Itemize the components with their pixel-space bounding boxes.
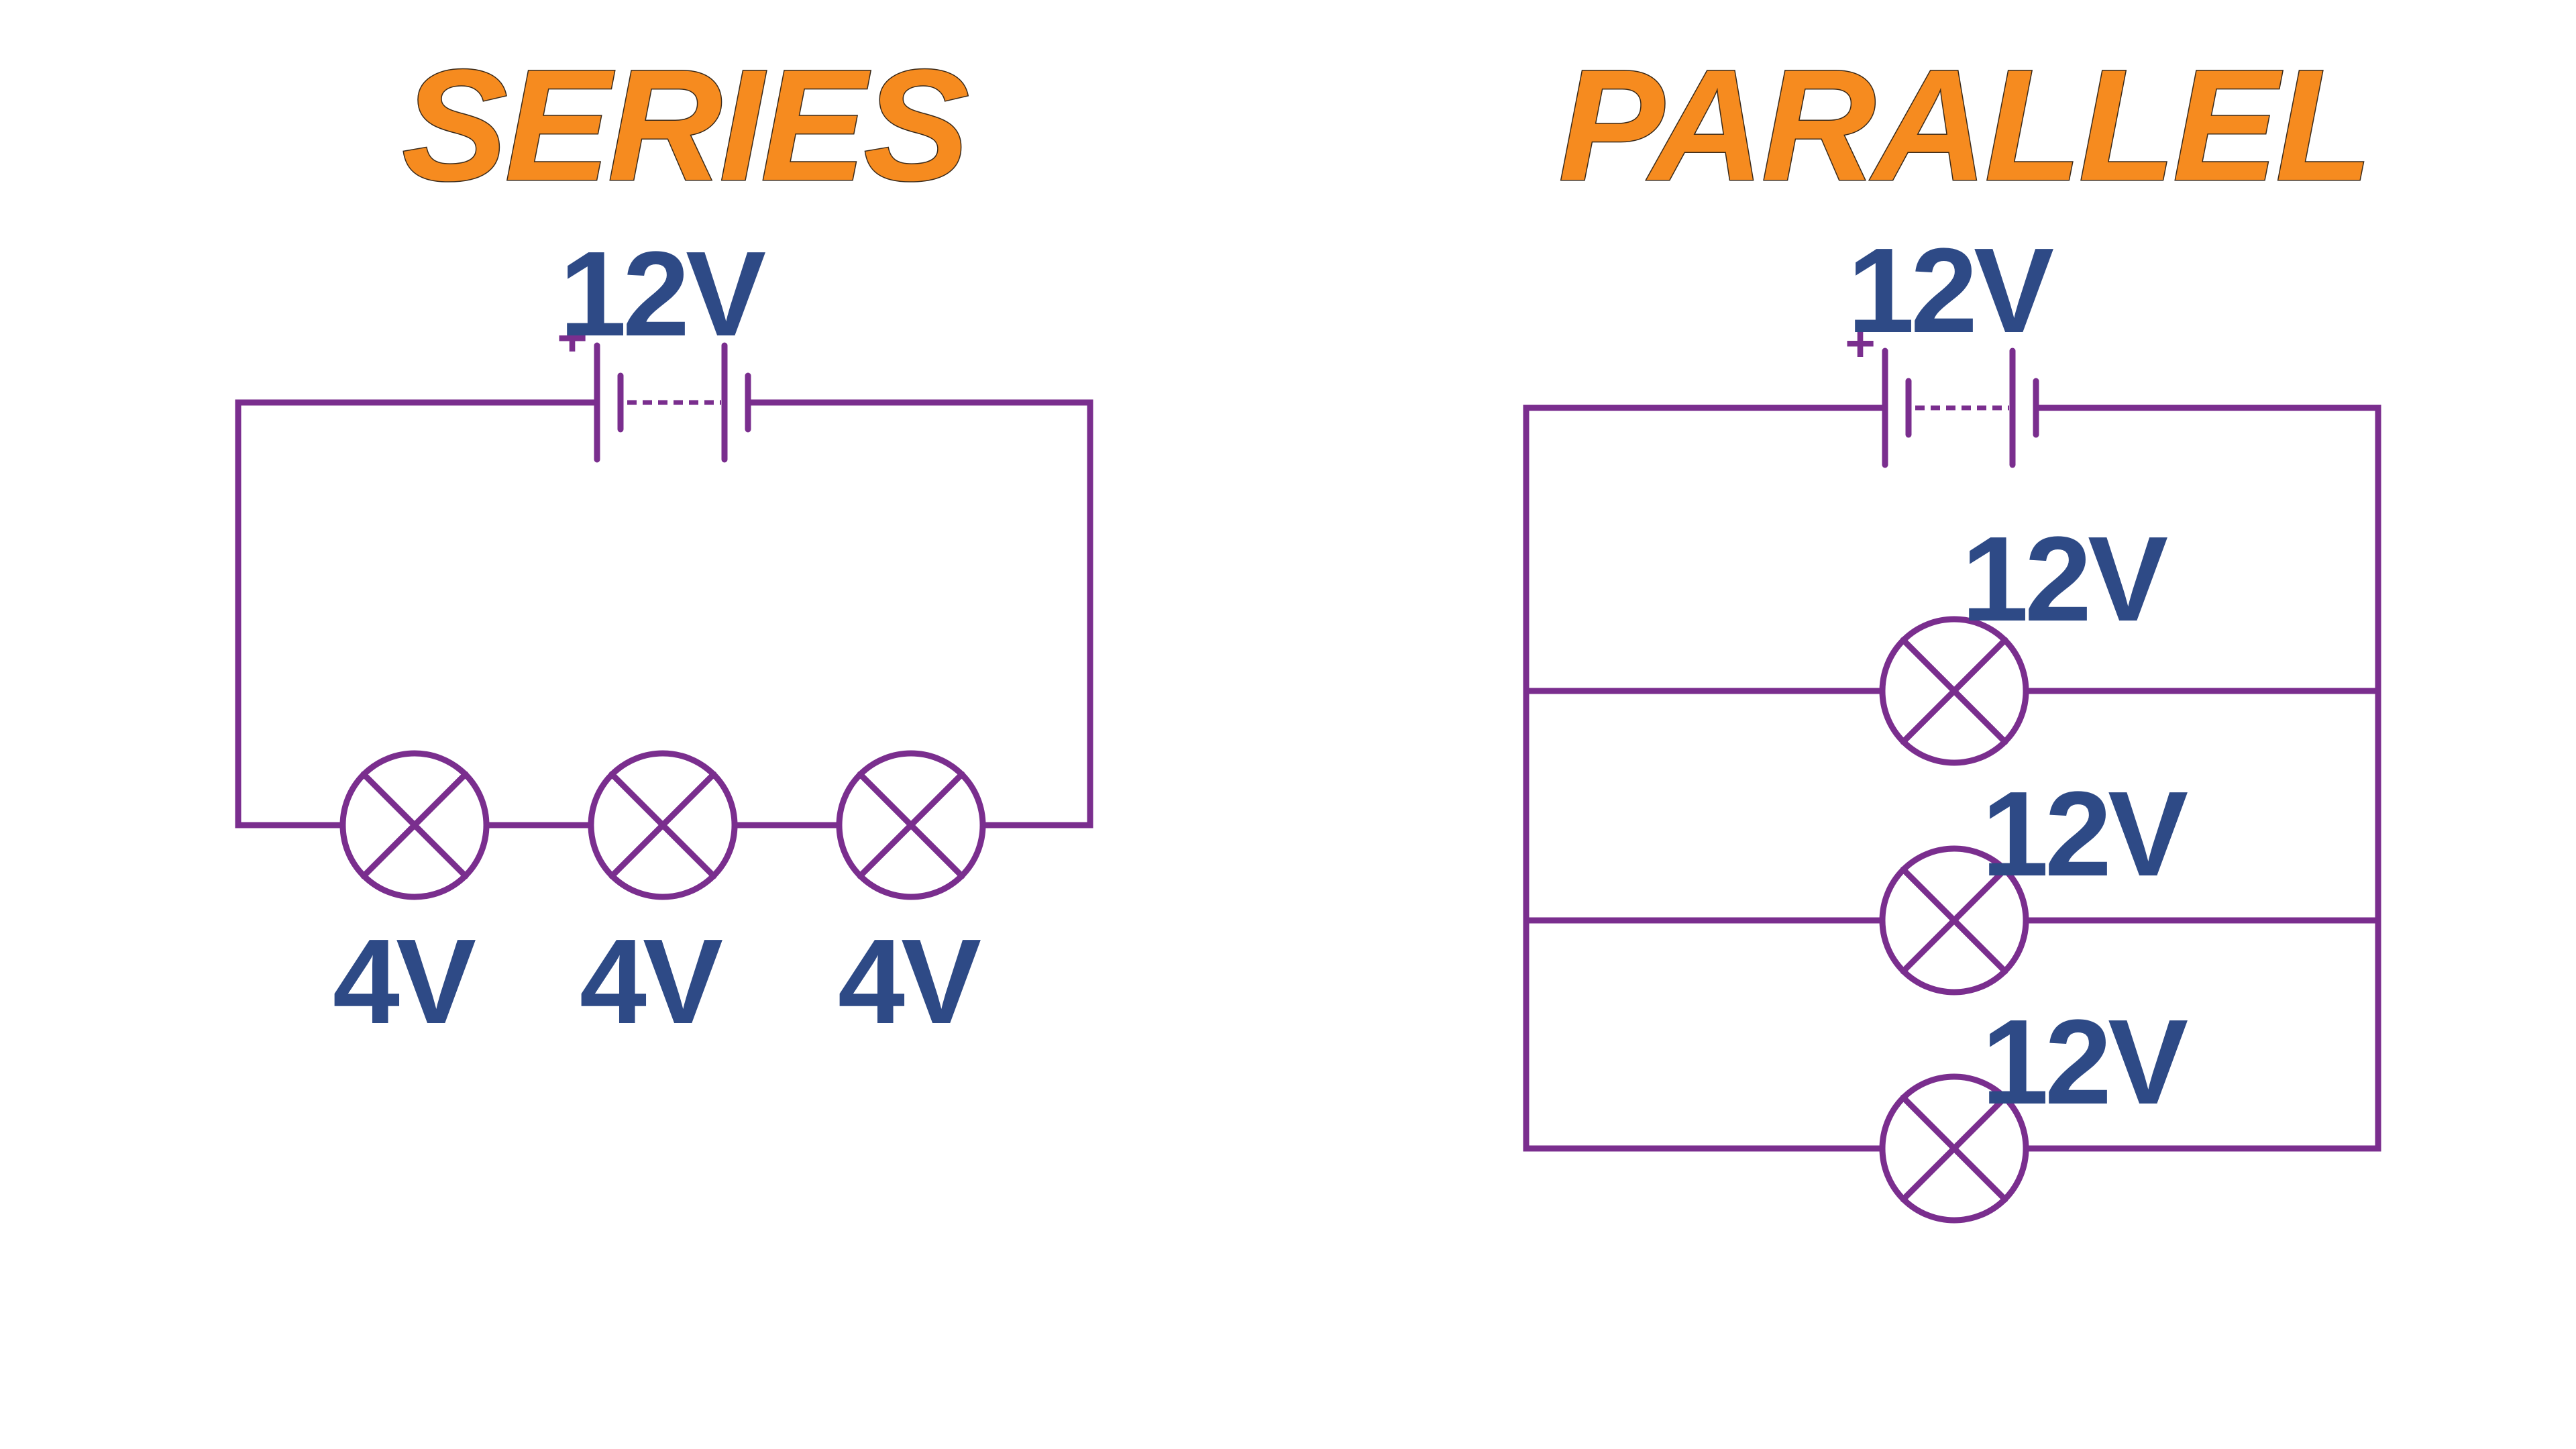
parallel-lamp-voltage: 12V <box>1982 995 2188 1130</box>
series-lamp-voltage: 4V <box>333 914 476 1049</box>
series-wire <box>235 399 1093 828</box>
series-lamp-voltage: 4V <box>838 914 981 1049</box>
series-title: SERIES <box>402 37 967 214</box>
series-lamp-icon <box>588 750 738 900</box>
parallel-lamp-icon <box>1879 1073 2029 1224</box>
parallel-lamp-icon <box>1879 616 2029 766</box>
parallel-lamp-voltage: 12V <box>1962 512 2167 647</box>
series-lamp-icon <box>339 750 490 900</box>
series-battery-icon <box>594 342 751 463</box>
parallel-wire <box>1523 405 2381 1152</box>
parallel-battery-icon <box>1882 347 2039 468</box>
series-battery-voltage: 12V <box>559 227 765 362</box>
parallel-lamp-icon <box>1879 845 2029 996</box>
parallel-battery-voltage: 12V <box>1847 223 2053 358</box>
series-lamp-voltage: 4V <box>580 914 722 1049</box>
parallel-battery-plus-sign: + <box>1845 313 1876 372</box>
parallel-lamp-voltage: 12V <box>1982 767 2188 902</box>
parallel-title: PARALLEL <box>1558 37 2369 214</box>
parallel-circuit: PARALLEL + 12V 12V 12V <box>1523 36 2381 1224</box>
series-battery-plus-sign: + <box>557 308 588 367</box>
series-circuit: SERIES + 12V 4V 4V <box>235 36 1093 1049</box>
series-lamp-icon <box>836 750 986 900</box>
